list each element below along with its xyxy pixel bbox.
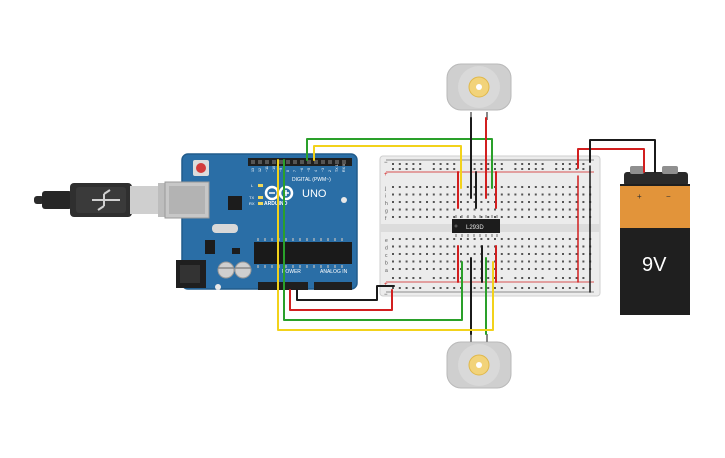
breadboard-row-letter: h xyxy=(385,201,388,207)
usb-cable-icon xyxy=(34,183,170,217)
power-label: POWER xyxy=(282,269,301,275)
rail-plus-top: + xyxy=(384,172,388,178)
capacitor-1 xyxy=(217,261,235,279)
digital-pin-label: ~3 xyxy=(321,168,325,172)
digital-pin-label: ~6 xyxy=(300,168,304,172)
breadboard-row-letter: a xyxy=(385,268,388,274)
battery-voltage: 9V xyxy=(642,254,667,276)
breadboard-row-letter: e xyxy=(385,238,388,244)
brand-label: ARDUINO xyxy=(264,201,287,207)
digital-pin-label: TX 1 xyxy=(335,164,339,172)
battery-icon[interactable]: + − 9V xyxy=(620,166,690,315)
digital-pin-label: 2 xyxy=(328,170,332,172)
model-label: UNO xyxy=(302,188,327,200)
digital-label: DIGITAL (PWM~) xyxy=(292,177,331,183)
reset-button[interactable] xyxy=(193,160,209,176)
digital-pin-label: 7 xyxy=(293,170,297,172)
led-icon xyxy=(258,184,263,205)
digital-pin-label: ~11 xyxy=(265,166,269,172)
wire-battery-negative xyxy=(589,139,656,173)
rx-label: RX xyxy=(249,201,255,206)
analog-label: ANALOG IN xyxy=(320,269,348,275)
digital-pin-label: ~9 xyxy=(279,168,283,172)
digital-pin-label: 12 xyxy=(258,168,262,172)
tx-label: TX xyxy=(249,195,254,200)
wires xyxy=(277,117,656,335)
led-l-label: L xyxy=(251,183,254,188)
wire-yellow-bottom xyxy=(277,159,494,331)
wire-green-bottom xyxy=(283,159,463,321)
motor-icon[interactable] xyxy=(446,334,512,389)
usb-chip xyxy=(228,196,242,210)
digital-pin-label: 8 xyxy=(286,170,290,172)
capacitor-2 xyxy=(234,261,252,279)
chip-icon[interactable]: L293D xyxy=(452,215,500,237)
breadboard-row-letter: g xyxy=(385,209,388,215)
breadboard-row-letter: i xyxy=(385,194,386,200)
atmega-chip-icon xyxy=(254,242,352,264)
digital-pin-label: ~5 xyxy=(307,168,311,172)
digital-pin-label: 4 xyxy=(314,170,318,172)
digital-pin-label: 13 xyxy=(251,168,255,172)
breadboard-row-letter: c xyxy=(385,253,388,259)
breadboard-row-letter: j xyxy=(384,186,386,192)
digital-pin-label: ~10 xyxy=(272,166,276,172)
wire-green-top xyxy=(306,138,493,189)
wire-yellow-top xyxy=(313,145,462,189)
rail-minus-top: − xyxy=(384,160,388,166)
digital-pin-label: RX 0 xyxy=(342,164,346,172)
crystal xyxy=(212,224,238,233)
breadboard-row-letter: b xyxy=(385,261,388,267)
motor-icon[interactable] xyxy=(446,63,512,120)
arduino-logo-icon xyxy=(264,185,294,201)
battery-plus: + xyxy=(637,192,642,201)
breadboard-row-letter: f xyxy=(385,216,387,222)
chip-label: L293D xyxy=(466,225,484,231)
wire-battery-positive xyxy=(577,148,645,173)
wire-gnd xyxy=(296,285,395,301)
battery-minus: − xyxy=(666,192,671,201)
wire-5v xyxy=(289,289,393,311)
rail-minus-bottom: − xyxy=(384,292,388,298)
breadboard-row-letter: d xyxy=(385,246,388,252)
